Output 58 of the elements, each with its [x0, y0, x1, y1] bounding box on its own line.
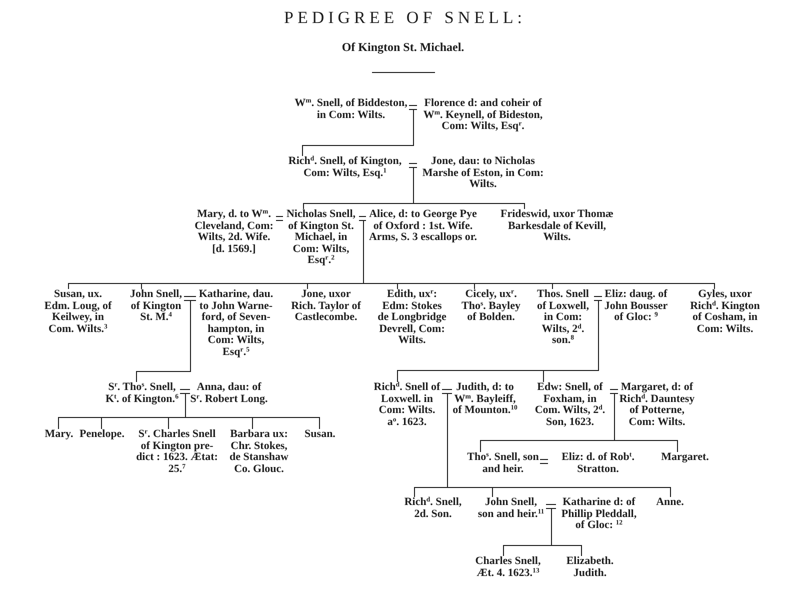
person-entry: Edw: Snell, of Foxham, in Com. Wilts, 2$^{d}$. Son, 1623.: [530, 382, 610, 428]
marriage-sign: [540, 459, 548, 464]
person-entry: Cicely, ux$^{r}$. Tho$^{s}$. Bayley of Bolden.: [456, 289, 526, 324]
person-entry: Mary.: [42, 429, 76, 441]
person-entry: John Snell, son and heir.$^{11}$: [476, 497, 546, 520]
person-entry: Thos. Snell of Loxwell, in Com: Wilts, 2$^{d}$. son.$^{8}$: [532, 289, 594, 347]
person-entry: Judith, d: to W$^{m}$. Bayleiff, of Mounton.$^{10}$: [452, 382, 518, 417]
person-entry: Jone, dau: to Nicholas Marshe of Eston, in Com: Wilts.: [417, 156, 549, 191]
descent-line: [408, 167, 525, 210]
descent-line: [136, 300, 191, 382]
person-entry: John Snell, of Kington St. M.$^{4}$: [128, 289, 184, 324]
descent-line: [302, 109, 414, 156]
person-entry: Edith, ux$^{r}$: Edm: Stokes de Longbridge Devrell, Com: Wilts.: [376, 289, 448, 347]
marriage-sign: [546, 504, 556, 509]
person-entry: Katharine, dau. to John Warne-ford, of Seven-hampton, in Com: Wilts, Esq$^{r}$.$^{5}$: [196, 289, 276, 359]
descent-line: [180, 393, 320, 430]
person-entry: Rich$^{d}$. Snell, of Kington, Com: Wilts, Esq.$^{1}$: [281, 156, 409, 180]
person-entry: Margaret, d: of Rich$^{d}$. Dauntesy of Potterne, Com: Wilts.: [618, 382, 696, 428]
person-entry: S$^{r}$. Tho$^{s}$. Snell, K$^{t}$. of Kington.$^{6}$: [104, 382, 180, 406]
person-entry: Frideswid, uxor Thomæ Barkesdale of Kevill, Wilts.: [500, 209, 614, 244]
marriage-sign: [180, 389, 190, 394]
person-entry: Katharine d: of Phillip Pleddall, of Gloc: $^{12}$: [556, 497, 642, 532]
person-entry: W$^{m}$. Snell, of Biddeston, in Com: Wilts.: [293, 98, 409, 122]
person-entry: Rich$^{d}$. Snell of Loxwell. in Com: Wilts. a$^{o}$. 1623.: [372, 382, 442, 428]
marriage-sign: [408, 105, 418, 110]
person-entry: Eliz: d. of Rob$^{t}$. Stratton.: [548, 452, 648, 476]
person-entry: Margaret.: [658, 452, 712, 464]
title: PEDIGREE OF SNELL:: [283, 8, 526, 28]
marriage-sign: [610, 389, 618, 394]
subtitle: Of Kington St. Michael.: [342, 40, 464, 54]
marriage-sign: [276, 216, 284, 221]
person-entry: Susan.: [300, 429, 340, 441]
person-entry: Mary, d. to W$^{m}$. Cleveland, Com: Wilts, 2d. Wife. [d. 1569.]: [192, 209, 276, 256]
marriage-sign: [594, 296, 602, 301]
person-entry: Nicholas Snell, of Kington St. Michael, in Com: Wilts, Esq$^{r}$.$^{2}$: [283, 209, 359, 267]
person-entry: Anna, dau: of S$^{r}$. Robert Long.: [190, 382, 268, 406]
person-entry: Barbara ux: Chr. Stokes, de Stanshaw Co. Glouc.: [226, 429, 292, 476]
person-entry: Susan, ux. Edm. Loug, of Keilwey, in Com. Wilts.$^{3}$: [42, 289, 114, 336]
marriage-sign: [408, 163, 418, 168]
descent-line: [442, 393, 671, 498]
descent-line: [358, 220, 715, 290]
person-entry: Alice, d: to George Pye of Oxford : 1st. Wife. Arms, S. 3 escallops or.: [366, 209, 480, 244]
person-entry: Charles Snell, Æt. 4. 1623.$^{13}$: [470, 556, 546, 580]
person-entry: Penelope.: [78, 429, 126, 441]
marriage-sign: [358, 216, 366, 221]
marriage-sign: [442, 389, 452, 394]
person-entry: Rich$^{d}$. Snell, 2d. Son.: [398, 497, 468, 520]
person-entry: Tho$^{s}$. Snell, son and heir.: [466, 452, 540, 476]
person-entry: Florence d: and coheir of W$^{m}$. Keynell, of Bideston, Com: Wilts, Esq$^{r}$.: [417, 98, 549, 133]
person-entry: Eliz: daug. of John Bousser of Gloc: $^{9}$: [602, 289, 670, 324]
person-entry: Gyles, uxor Rich$^{d}$. Kington of Cosham, in Com: Wilts.: [688, 289, 762, 336]
person-entry: Elizabeth. Judith.: [560, 556, 620, 580]
person-entry: Anne.: [650, 497, 690, 509]
person-entry: Jone, uxor Rich. Taylor of Castlecombe.: [288, 289, 364, 324]
marriage-sign: [184, 296, 196, 301]
descent-line: [610, 393, 678, 452]
person-entry: S$^{r}$. Charles Snell of Kington pre-dict : 1623. Ætat: 25.$^{7}$: [134, 429, 220, 476]
descent-line: [543, 300, 599, 382]
